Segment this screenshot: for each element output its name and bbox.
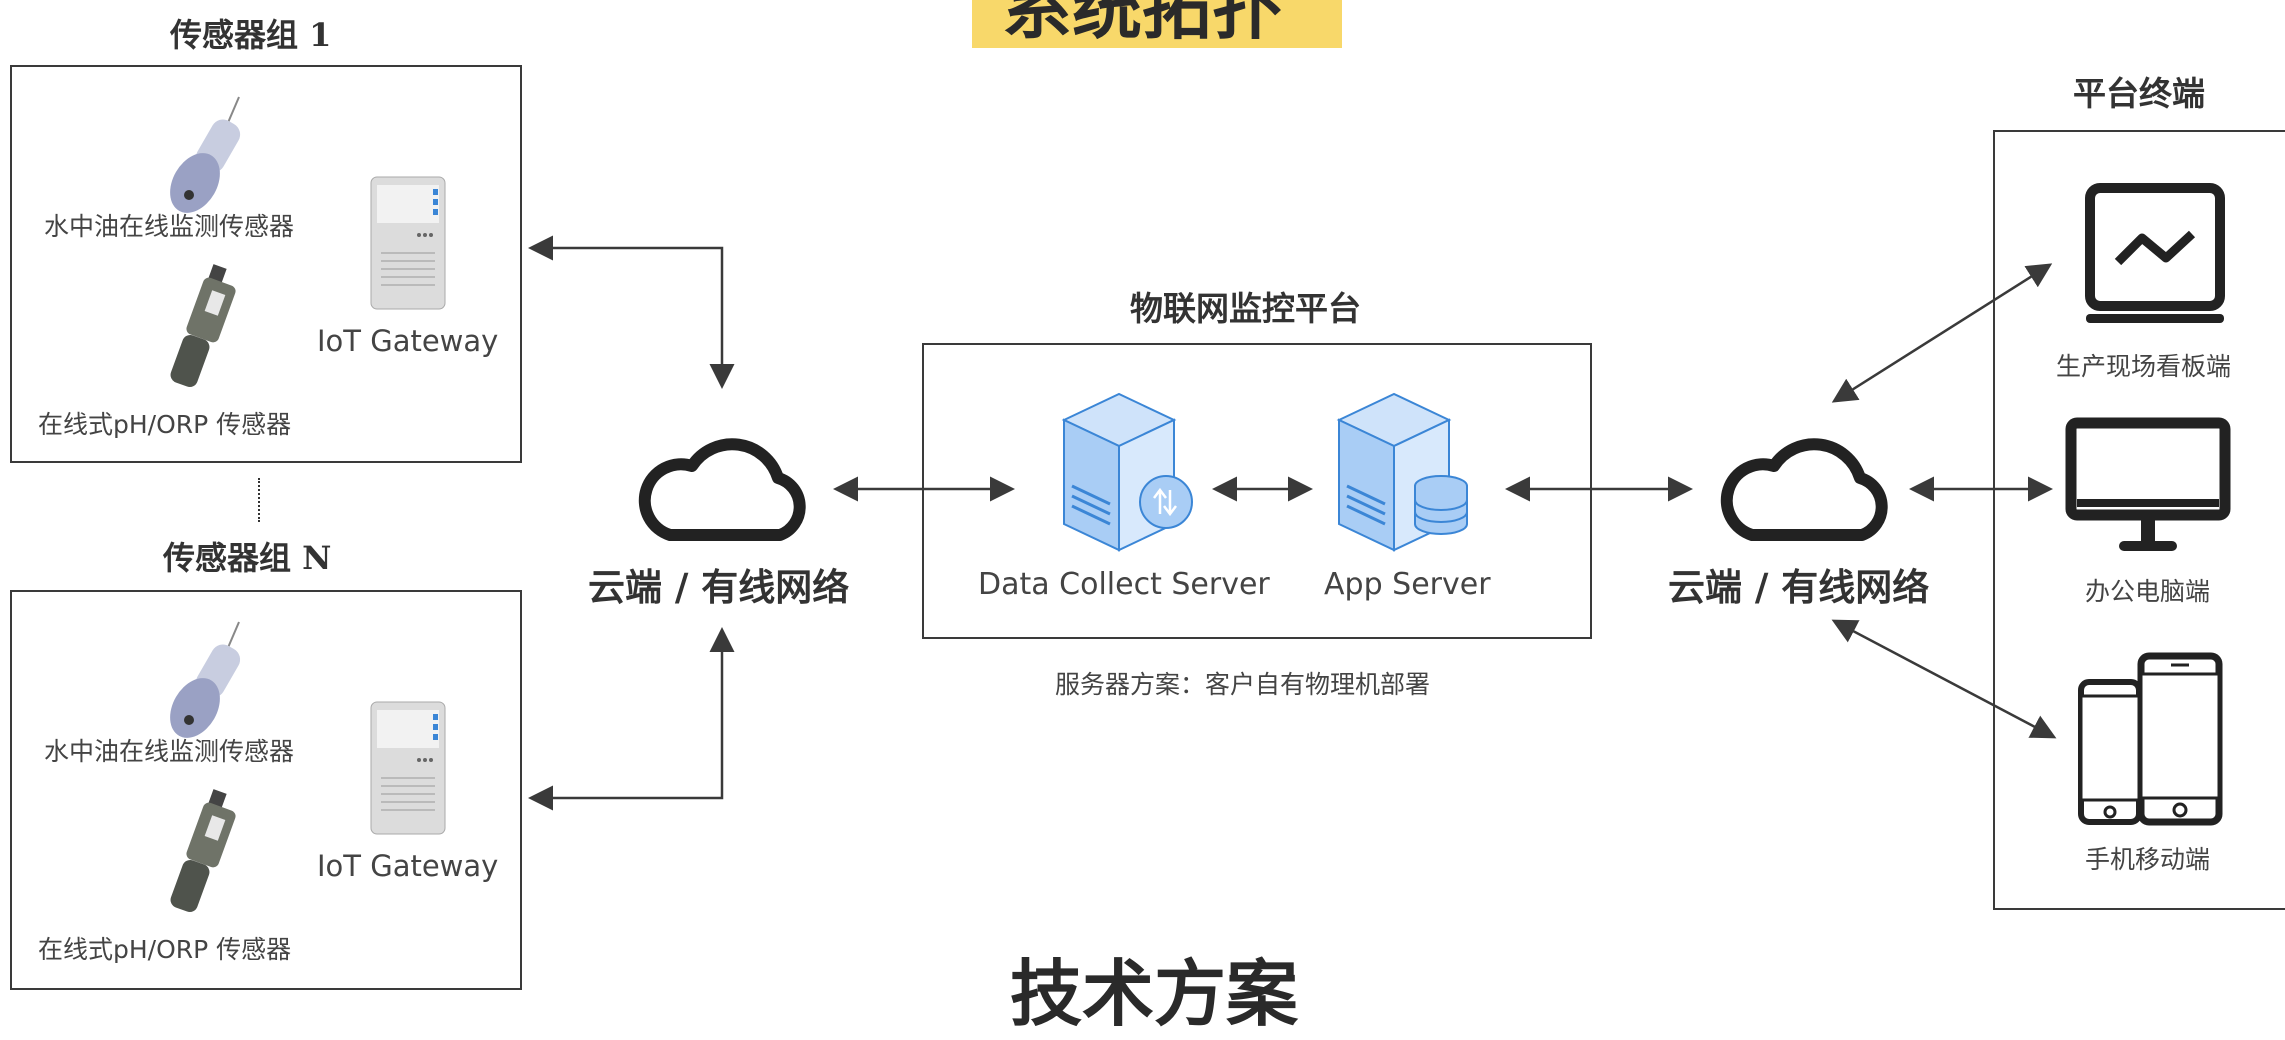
arrow-cloud2-dashboard: [1831, 263, 2053, 403]
group-separator-dots: [258, 478, 260, 522]
sensor-2-label: 在线式pH/ORP 传感器: [38, 410, 292, 439]
dashboard-monitor-icon: [2085, 183, 2225, 323]
ph-sensor-icon: [170, 264, 236, 388]
cloud-icon: [1720, 438, 1888, 541]
top-title-banner: 系统拓扑: [972, 0, 1342, 48]
app-server-label: App Server: [1324, 567, 1491, 602]
gateway-label: IoT Gateway: [317, 324, 499, 358]
sensor-1-label: 水中油在线监测传感器: [44, 737, 295, 766]
desktop-monitor-icon: [2065, 417, 2231, 551]
gateway-device-icon: [370, 176, 446, 310]
connector-lines: [528, 235, 2057, 811]
terminal-3-label: 手机移动端: [2085, 845, 2211, 874]
oil-sensor-icon: [170, 96, 241, 213]
ph-sensor-icon: [170, 789, 236, 913]
gateway-device-icon: [370, 701, 446, 835]
terminal-1-label: 生产现场看板端: [2056, 352, 2232, 381]
arrow-groupn-cloud1: [528, 627, 735, 811]
arrow-group1-cloud1: [528, 235, 735, 389]
sensor-2-label: 在线式pH/ORP 传感器: [38, 935, 292, 964]
terminals-title: 平台终端: [2073, 74, 2205, 113]
cloud-2-label: 云端 / 有线网络: [1668, 565, 1930, 609]
sensor-group-1-title: 传感器组 1: [170, 16, 332, 54]
top-title: 系统拓扑: [1002, 0, 1282, 48]
sensor-1-label: 水中油在线监测传感器: [44, 212, 295, 241]
gateway-label: IoT Gateway: [317, 849, 499, 883]
sensor-group-n-box: 水中油在线监测传感器 在线式pH/ORP 传感器 IoT Gateway: [10, 590, 522, 990]
arrow-cloud2-mobile: [1831, 619, 2057, 739]
terminal-2-label: 办公电脑端: [2085, 577, 2211, 606]
cloud-1-label: 云端 / 有线网络: [588, 565, 850, 609]
cloud-icon: [638, 438, 806, 541]
mobile-phones-icon: [2078, 652, 2223, 826]
data-collect-server-icon: [1061, 392, 1193, 552]
platform-title: 物联网监控平台: [1130, 289, 1361, 328]
terminals-box: 生产现场看板端 办公电脑端 手机移动端: [1993, 130, 2285, 910]
server-deployment-note: 服务器方案：客户自有物理机部署: [1055, 670, 1431, 699]
sensor-group-n-title: 传感器组 N: [163, 539, 332, 577]
sensor-group-1-box: 水中油在线监测传感器 在线式pH/ORP 传感器 IoT Gateway: [10, 65, 522, 463]
data-collect-server-label: Data Collect Server: [978, 567, 1270, 602]
oil-sensor-icon: [170, 621, 241, 738]
app-server-icon: [1336, 392, 1468, 552]
bottom-title: 技术方案: [1010, 952, 1299, 1036]
